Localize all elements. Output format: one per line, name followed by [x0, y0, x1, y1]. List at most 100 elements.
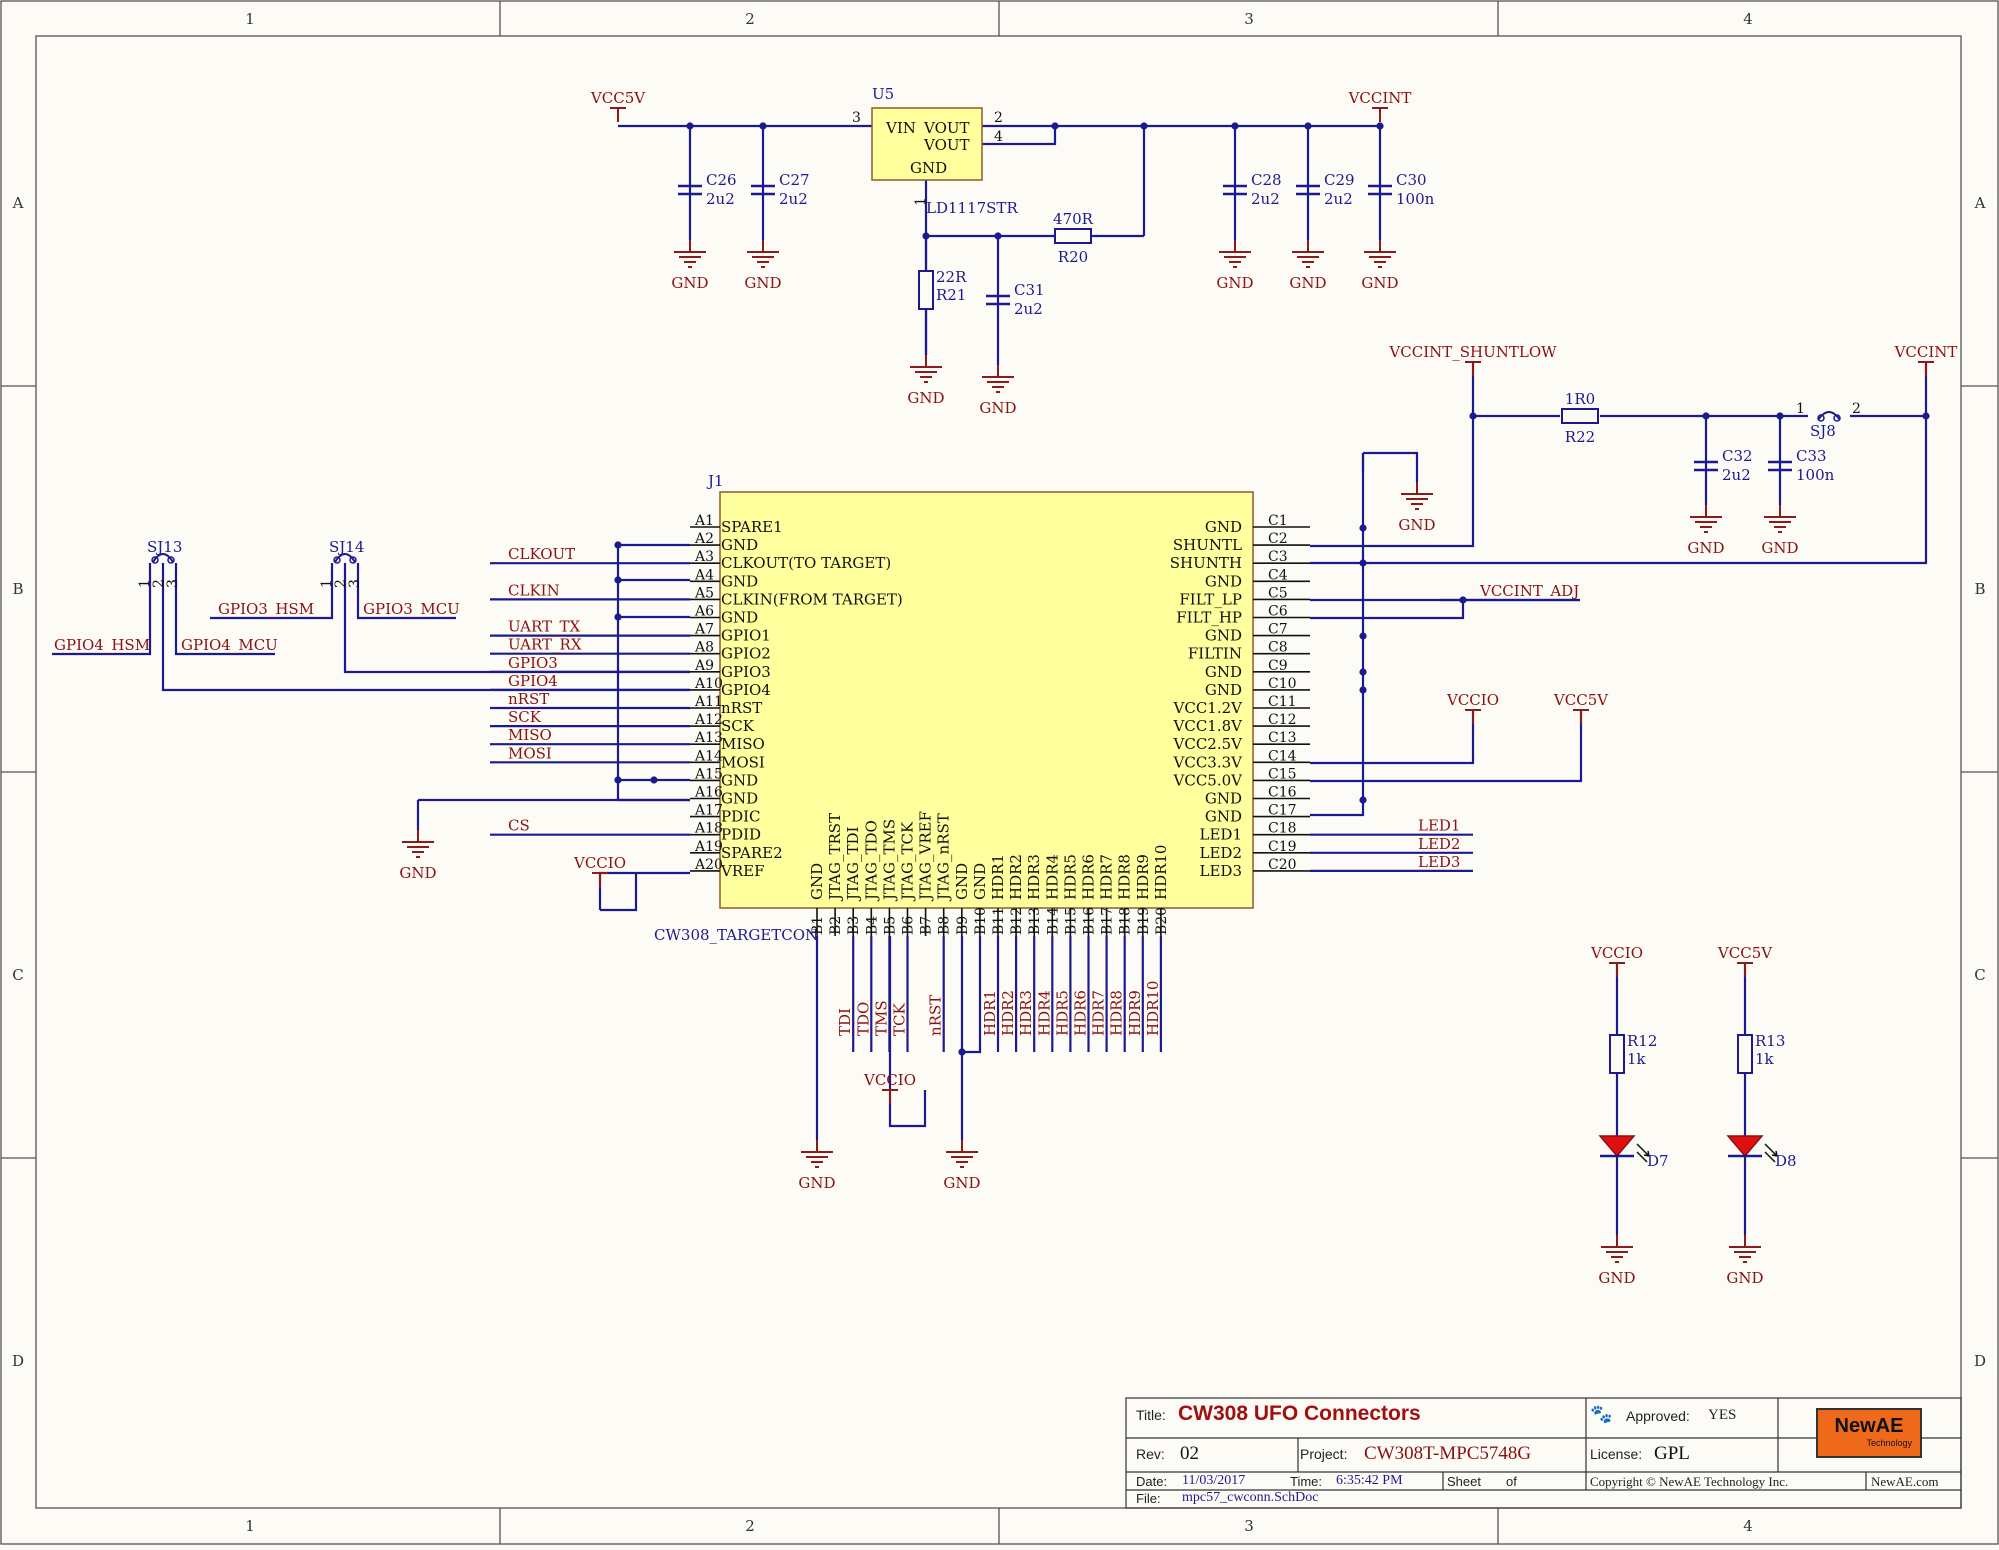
date-value: 11/03/2017 [1182, 1473, 1246, 1488]
pin-num-a2: A2 [694, 531, 714, 547]
cap-ref: C32 [1722, 447, 1753, 465]
gnd-label: GND [671, 274, 708, 292]
pin-name-b14: HDR4 [1043, 854, 1061, 900]
pin-num-a16: A16 [694, 785, 723, 801]
net-gpio3-hsm: GPIO3_HSM [218, 600, 314, 618]
pin-num-b3: B3 [846, 916, 862, 935]
net-led1: LED1 [1418, 817, 1460, 835]
power-label: VCC5V [590, 89, 646, 107]
cap-ref: C29 [1324, 171, 1355, 189]
vccio-symbol: VCCIO [1446, 691, 1499, 724]
junction-dot [922, 232, 930, 240]
vccio-symbol-2: VCCIO [863, 1071, 916, 1104]
net-b-tdo: TDO [854, 1002, 872, 1036]
ground-symbol: GND [744, 240, 782, 292]
cap-value: 2u2 [779, 190, 808, 208]
net-gpio4-mcu: GPIO4_MCU [181, 636, 278, 654]
pin-num-c19: C19 [1268, 839, 1297, 855]
led-ref: D8 [1775, 1152, 1797, 1170]
junction-dot [614, 541, 622, 549]
pin-name-a14: MOSI [721, 753, 765, 771]
pin-name-c3: SHUNTH [1170, 554, 1242, 572]
pin-name-b8: JTAG_nRST [935, 813, 953, 902]
pin-num-c20: C20 [1268, 857, 1297, 873]
pin-name-b9: GND [953, 863, 971, 900]
pin-name-a15: GND [721, 771, 758, 789]
net-gpio3-mcu: GPIO3_MCU [363, 600, 460, 618]
pin-name-b16: HDR6 [1080, 854, 1098, 900]
gnd-label: GND [744, 274, 781, 292]
pin-num-a20: A20 [694, 857, 723, 873]
power-label: VCCINT [1894, 343, 1958, 361]
power-label: VCCINT_SHUNTLOW [1388, 343, 1557, 361]
pin-num-b19: B19 [1136, 907, 1152, 935]
net-uart_rx: UART_RX [508, 636, 582, 654]
res-value: 1k [1627, 1050, 1647, 1068]
cap-value: 2u2 [1324, 190, 1353, 208]
junction-dot [1776, 412, 1784, 420]
pin-name-c6: FILT_HP [1176, 609, 1242, 627]
jumper-pin1: 1 [1796, 401, 1805, 417]
res-ref: R21 [936, 286, 966, 304]
gnd-label: GND [1216, 274, 1253, 292]
pin-num-a10: A10 [694, 676, 723, 692]
jumper-ref: SJ8 [1810, 422, 1836, 440]
pin-name-b5: JTAG_TMS [880, 819, 898, 902]
pin-num-b5: B5 [882, 916, 898, 935]
regulator-part: LD1117STR [926, 199, 1018, 217]
cap-ref: C31 [1014, 281, 1045, 299]
pin-num-c15: C15 [1268, 766, 1297, 782]
cap-value: 2u2 [1722, 466, 1751, 484]
cap-value: 100n [1796, 466, 1835, 484]
junction-dot [1359, 524, 1367, 532]
zone-row-right: B [1974, 580, 1985, 598]
vccint-shuntlow-symbol: VCCINT_SHUNTLOW [1388, 343, 1557, 376]
junction-dot [1702, 412, 1710, 420]
power-label: VCC5V [1717, 944, 1773, 962]
pin-name-a3: CLKOUT(TO TARGET) [721, 554, 891, 572]
gnd-label: GND [1598, 1269, 1635, 1287]
pin-name-c16: GND [1205, 790, 1242, 808]
gnd-label: GND [1761, 539, 1798, 557]
net-b-hdr5: HDR5 [1053, 990, 1071, 1036]
pin-num-a18: A18 [694, 821, 723, 837]
pin-num-a9: A9 [694, 658, 714, 674]
logo-text: NewAE [1834, 1415, 1904, 1437]
newae-logo: NewAE Technology [1816, 1408, 1922, 1458]
ground-symbol: GND [1361, 240, 1399, 292]
pin-num-c2: C2 [1268, 531, 1288, 547]
project-label: Project: [1300, 1446, 1348, 1462]
pin-num-b2: B2 [828, 916, 844, 935]
led-supply: VCC5V [1717, 944, 1773, 977]
gnd-label: GND [979, 399, 1016, 417]
pin-num-c9: C9 [1268, 658, 1288, 674]
pin-name-a12: SCK [721, 717, 755, 735]
res-ref: R20 [1058, 248, 1088, 266]
cap-value: 2u2 [1014, 300, 1043, 318]
zone-col-top: 3 [1244, 10, 1254, 28]
cap-ref: C26 [706, 171, 737, 189]
ground-symbol: GND [943, 1140, 981, 1192]
pin-name-c17: GND [1205, 808, 1242, 826]
pin-num-b20: B20 [1154, 907, 1170, 935]
pin-num-a17: A17 [694, 803, 723, 819]
net-b-hdr10: HDR10 [1144, 981, 1162, 1037]
gnd-label: GND [1726, 1269, 1763, 1287]
junction-dot [1051, 122, 1059, 130]
net-b-hdr9: HDR9 [1126, 990, 1144, 1036]
junction-dot [958, 1048, 966, 1056]
connector-part: CW308_TARGETCON [654, 926, 818, 944]
net-b-nrst: nRST [927, 995, 945, 1036]
pin-name-c14: VCC3.3V [1173, 753, 1244, 771]
pin-num-b1: B1 [810, 916, 826, 935]
ground-symbol: GND [1687, 505, 1725, 557]
pin-name-c12: VCC1.8V [1173, 717, 1244, 735]
